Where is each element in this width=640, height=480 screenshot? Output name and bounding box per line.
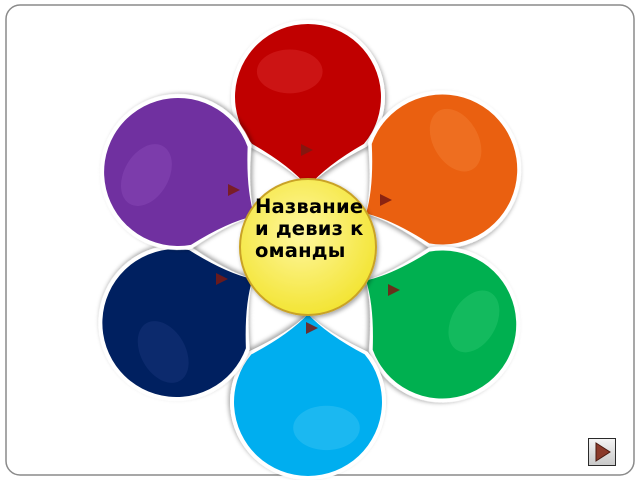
petal-arrow-marker xyxy=(228,184,240,196)
petal-arrow-marker xyxy=(380,194,392,206)
center-circle xyxy=(239,178,377,316)
petal-lower-right xyxy=(366,246,521,403)
petal-fill xyxy=(235,23,381,187)
petal-shine xyxy=(120,144,172,206)
petal-shine xyxy=(448,290,500,353)
next-slide-button[interactable] xyxy=(588,438,616,466)
center-title: Название и девиз команды xyxy=(255,195,364,262)
petal-fill xyxy=(366,250,517,399)
petal-shine xyxy=(293,405,360,451)
petal-fill xyxy=(233,314,382,476)
petal-bottom xyxy=(230,314,386,480)
petal-fill xyxy=(104,98,255,246)
petal-shine xyxy=(256,49,323,94)
play-next-icon xyxy=(595,442,611,462)
petal-arrow-marker xyxy=(388,284,400,296)
petal-lower-left xyxy=(98,245,253,401)
petal-arrow-marker xyxy=(301,144,313,156)
petal-upper-left xyxy=(100,94,255,250)
petal-shine xyxy=(429,108,482,172)
petal-arrow-marker xyxy=(306,322,318,334)
petal-upper-right xyxy=(366,90,522,249)
petal-top xyxy=(231,19,385,187)
petal-shine xyxy=(137,321,189,383)
petal-fill xyxy=(102,249,253,397)
petal-arrow-marker xyxy=(216,273,228,285)
petal-fill xyxy=(366,94,518,245)
